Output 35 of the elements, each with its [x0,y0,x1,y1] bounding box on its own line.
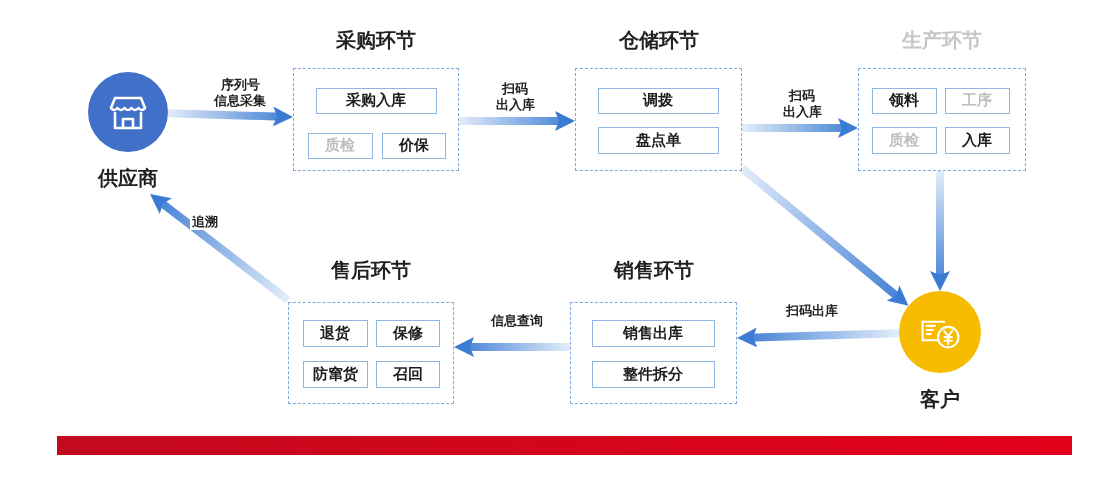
section-heading: 销售环节 [613,258,694,282]
section-heading: 采购环节 [336,28,416,52]
step-box: 领料 [871,87,937,114]
edge-label: 扫码出库 [784,303,840,319]
step-box: 采购入库 [315,87,437,114]
step-box: 退货 [302,319,368,347]
section-heading: 仓储环节 [618,28,699,52]
step-box: 质检 [871,126,937,154]
step-box: 盘点单 [597,126,719,154]
edge-label: 序列号信息采集 [212,77,268,109]
edge-label: 扫码出入库 [493,81,537,113]
edge-label: 信息查询 [489,313,545,329]
arrow [736,327,900,348]
node-label: 客户 [920,387,960,411]
arrow [742,118,858,138]
section-heading: 售后环节 [331,258,411,282]
arrow [454,337,570,357]
arrow [739,164,911,309]
arrow [930,171,950,291]
step-box: 保修 [375,319,440,347]
section-heading: 生产环节 [902,28,982,52]
edge-label: 扫码出入库 [780,88,824,120]
step-box: 调拨 [597,87,719,114]
step-box: 销售出库 [591,319,715,347]
arrow [459,111,575,131]
step-box: 防窜货 [302,360,368,388]
step-box: 整件拆分 [591,360,715,388]
node-label: 供应商 [98,166,158,190]
step-box: 入库 [944,126,1010,154]
step-box: 质检 [307,132,373,159]
edge-label: 追溯 [190,214,220,230]
step-box: 工序 [944,87,1010,114]
step-box: 价保 [381,132,446,159]
arrow [167,106,294,127]
step-box: 召回 [375,360,440,388]
